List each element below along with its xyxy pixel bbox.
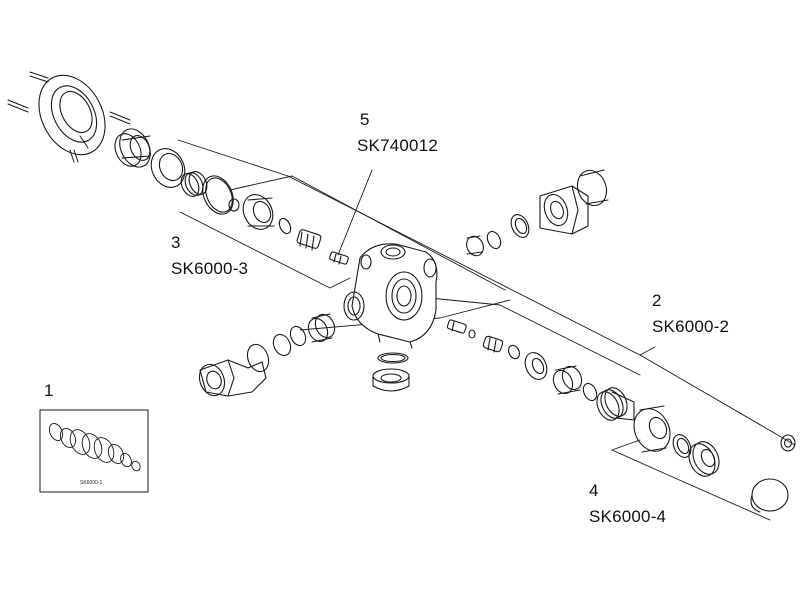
body-bottom-nut xyxy=(372,368,410,392)
ring-right-large xyxy=(633,405,671,453)
callout-1-number: 1 xyxy=(44,381,54,400)
callout-4: 4 SK6000-4 xyxy=(589,480,666,527)
bracket-3 xyxy=(179,211,351,289)
body-bottom-oring xyxy=(377,352,409,364)
nut-right-1 xyxy=(482,335,504,353)
callout-3-number: 3 xyxy=(171,233,181,252)
bracket-right xyxy=(429,297,641,376)
check-valve-sk740012 xyxy=(329,251,349,265)
leader-5 xyxy=(337,169,373,256)
union-right-top xyxy=(466,235,484,257)
bracket-4 xyxy=(611,449,771,521)
inset-orings xyxy=(48,423,141,472)
bushing-right-1 xyxy=(524,352,548,380)
callout-3: 3 SK6000-3 xyxy=(171,232,248,279)
washer-lower-left xyxy=(272,333,292,357)
callout-1: 1 xyxy=(44,380,54,401)
bracket-lower xyxy=(299,299,511,331)
leader-lines xyxy=(177,139,796,521)
callout-2-number: 2 xyxy=(652,291,662,310)
callout-2-code: SK6000-2 xyxy=(652,317,730,336)
washer-left xyxy=(228,198,240,212)
small-oring-right xyxy=(468,329,476,339)
callout-3-code: SK6000-3 xyxy=(171,259,249,278)
end-cap-large xyxy=(750,478,789,513)
callout-5-code: SK740012 xyxy=(357,136,439,155)
mounting-pins xyxy=(7,71,131,163)
inset-label: SK6000-1 xyxy=(80,480,103,486)
end-cap-small xyxy=(780,434,796,452)
valve-body xyxy=(343,243,438,349)
oring-right-top xyxy=(486,230,502,250)
hex-fitting-lower-left xyxy=(198,343,270,397)
callout-5: 5 SK740012 xyxy=(357,109,438,156)
valve-stem-right xyxy=(446,319,467,334)
bracket-4-top xyxy=(611,439,641,451)
bracket-3-top xyxy=(229,175,293,191)
bracket-2-leader xyxy=(639,346,656,356)
bracket-2 xyxy=(177,139,796,446)
hex-fitting-top xyxy=(539,169,609,235)
washer-right-4 xyxy=(672,434,692,458)
callout-4-number: 4 xyxy=(589,481,599,500)
oring-left-large xyxy=(202,175,234,215)
oring-small-a xyxy=(278,217,292,235)
inset-box xyxy=(39,409,149,493)
callout-4-code: SK6000-4 xyxy=(589,507,667,526)
callout-5-number: 5 xyxy=(360,110,370,129)
callout-2: 2 SK6000-2 xyxy=(652,290,729,337)
valve-stem xyxy=(296,229,322,251)
knurled-knob xyxy=(688,441,720,477)
bushing-left xyxy=(242,194,275,230)
washer-right-top xyxy=(510,214,530,238)
cartridge-right xyxy=(596,387,635,421)
bushing-right-2 xyxy=(552,365,583,395)
oring-right-3 xyxy=(582,382,598,402)
bracket-3-top2 xyxy=(291,175,506,291)
oring-right-2 xyxy=(508,344,520,360)
oring-lower-left xyxy=(289,325,307,347)
bushing-lower-left xyxy=(307,313,336,343)
ring-left-1 xyxy=(150,148,186,188)
cartridge-left xyxy=(114,128,151,168)
mounting-ring xyxy=(38,74,106,156)
